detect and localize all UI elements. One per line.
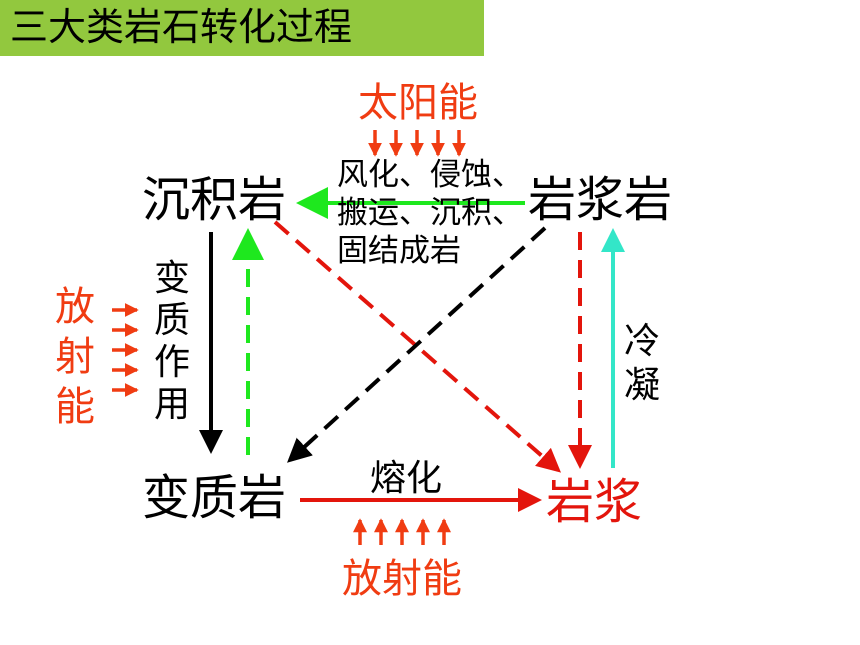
- radiant-energy-left-arrows: [112, 303, 139, 397]
- title-bar: 三大类岩石转化过程: [0, 0, 484, 56]
- solar-energy-label: 太阳能: [358, 80, 478, 126]
- cooling-label: 冷凝: [623, 321, 660, 406]
- arrow-sedimentary-to-magma: [273, 220, 562, 473]
- radiant-energy-bottom-label: 放射能: [342, 556, 462, 602]
- node-igneous-rock: 岩浆岩: [528, 172, 673, 228]
- node-metamorphic-rock: 变质岩: [142, 470, 287, 526]
- metamorphism-label: 变质作用: [153, 258, 190, 425]
- node-magma: 岩浆: [546, 474, 643, 530]
- melting-label: 熔化: [370, 458, 443, 499]
- weathering-label-line2: 搬运、沉积、: [337, 195, 523, 231]
- radiant-energy-bottom-arrows: [353, 518, 451, 545]
- page-title: 三大类岩石转化过程: [10, 5, 353, 49]
- weathering-label-line3: 固结成岩: [337, 233, 461, 269]
- radiant-energy-left-label: 放射能: [55, 284, 95, 430]
- arrow-igneous-to-metamorphic: [287, 226, 547, 463]
- weathering-label-line1: 风化、侵蚀、: [337, 157, 523, 193]
- solar-energy-arrows: [368, 130, 466, 157]
- node-sedimentary-rock: 沉积岩: [142, 172, 287, 228]
